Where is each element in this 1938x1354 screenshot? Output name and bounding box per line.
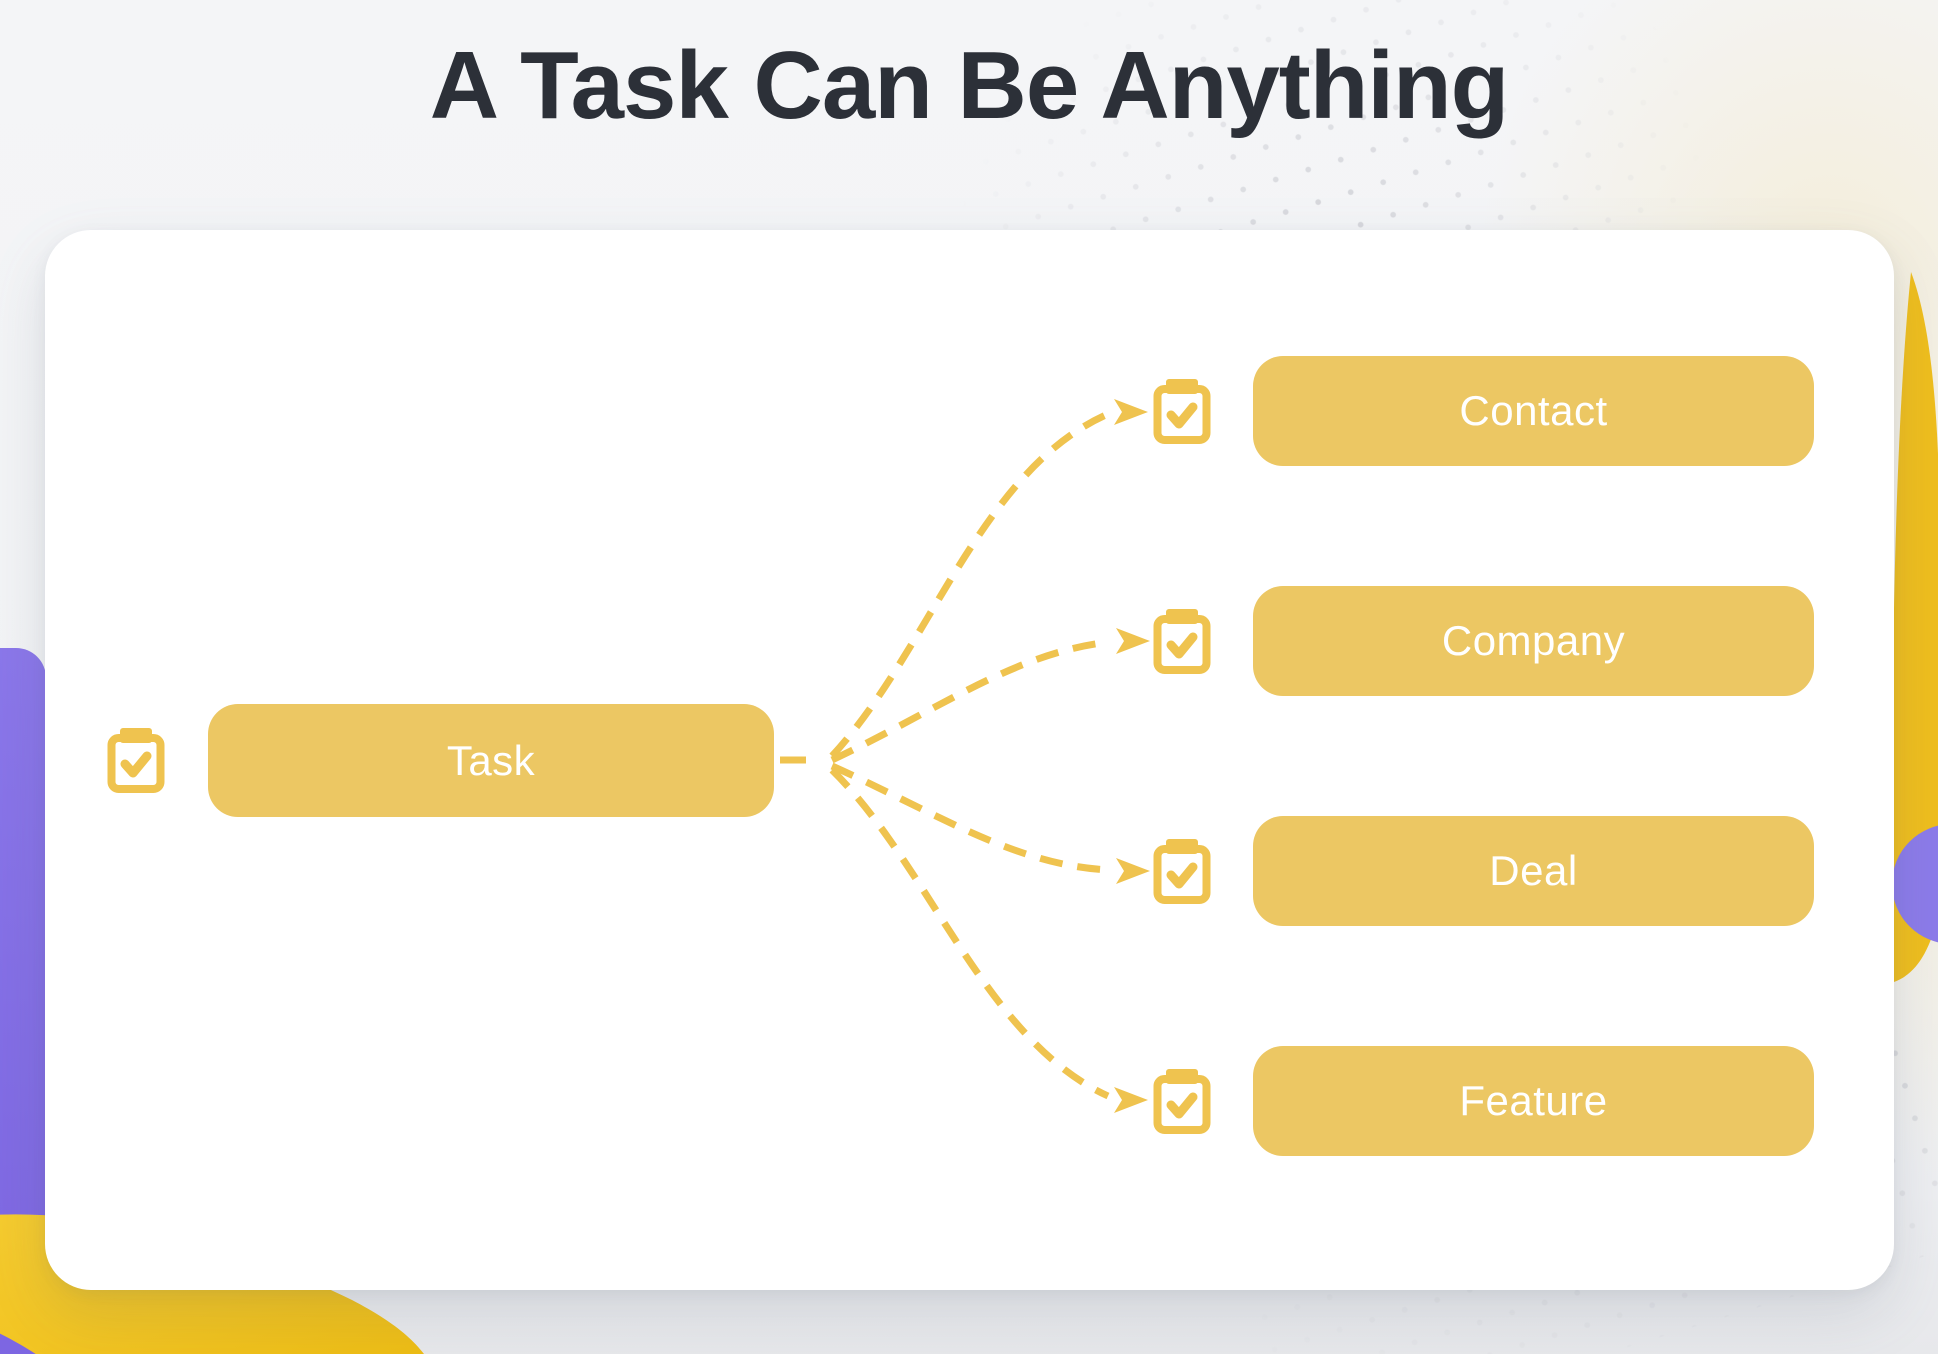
node-deal-label: Deal [1489, 847, 1578, 894]
node-feature: Feature [1253, 1046, 1814, 1156]
clipboard-check-icon [107, 728, 165, 794]
page-title: A Task Can Be Anything [429, 32, 1510, 139]
node-contact: Contact [1253, 356, 1814, 466]
clipboard-check-icon [1153, 1069, 1211, 1135]
clipboard-check-icon [1153, 379, 1211, 445]
clipboard-check-icon [1153, 609, 1211, 675]
node-task: Task [208, 704, 774, 817]
yellow-blob-right [1892, 272, 1938, 982]
node-deal: Deal [1253, 816, 1814, 926]
node-contact-label: Contact [1459, 387, 1608, 434]
purple-bar-left [0, 648, 46, 1354]
clipboard-check-icon [1153, 839, 1211, 905]
purple-circle-right [1892, 825, 1938, 943]
node-task-label: Task [446, 736, 536, 784]
node-feature-label: Feature [1459, 1077, 1608, 1124]
node-company-label: Company [1441, 617, 1626, 664]
node-company: Company [1253, 586, 1814, 696]
